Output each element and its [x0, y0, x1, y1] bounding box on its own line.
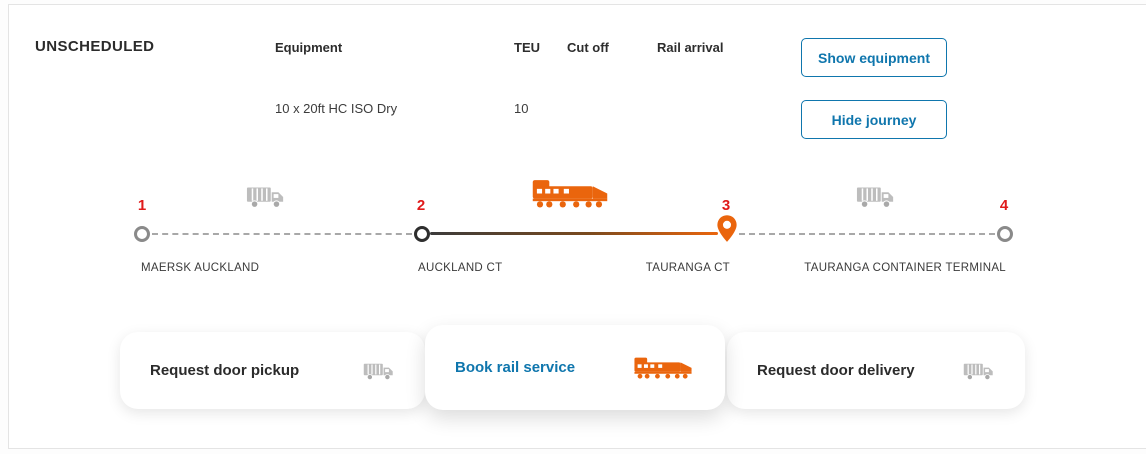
request-door-pickup-card[interactable]: Request door pickup	[120, 332, 425, 409]
column-header-equipment: Equipment	[275, 40, 343, 55]
journey-segment-rail	[430, 232, 718, 235]
show-equipment-button[interactable]: Show equipment	[801, 38, 947, 77]
stop-marker-2	[414, 226, 430, 242]
request-door-delivery-label: Request door delivery	[757, 362, 915, 379]
stop-number-3: 3	[721, 197, 731, 214]
stop-label-tauranga-ct: TAURANGA CT	[645, 262, 730, 274]
teu-value: 10	[514, 101, 529, 116]
train-icon	[631, 356, 695, 379]
book-rail-service-card[interactable]: Book rail service	[425, 325, 725, 410]
train-icon	[528, 178, 612, 208]
stop-label-maersk-auckland: MAERSK AUCKLAND	[141, 262, 260, 274]
stop-label-tauranga-container-terminal: TAURANGA CONTAINER TERMINAL	[804, 262, 1006, 274]
journey-segment-truck-2	[739, 233, 995, 235]
stop-number-4: 4	[999, 197, 1009, 214]
journey-segment-truck-1	[152, 233, 412, 235]
book-rail-service-label: Book rail service	[455, 359, 576, 376]
truck-icon	[363, 361, 395, 381]
stop-number-2: 2	[416, 197, 426, 214]
request-door-pickup-label: Request door pickup	[150, 362, 300, 379]
stop-number-1: 1	[137, 197, 147, 214]
stop-marker-1	[134, 226, 150, 242]
truck-icon	[246, 184, 286, 209]
column-header-rail-arrival: Rail arrival	[657, 40, 724, 55]
column-header-teu: TEU	[514, 40, 540, 55]
stop-label-auckland-ct: AUCKLAND CT	[418, 262, 503, 274]
truck-icon	[856, 184, 896, 209]
status-text: UNSCHEDULED	[35, 38, 155, 55]
hide-journey-button[interactable]: Hide journey	[801, 100, 947, 139]
column-header-cutoff: Cut off	[567, 40, 609, 55]
truck-icon	[963, 361, 995, 381]
location-pin-icon	[716, 213, 738, 244]
stop-marker-4	[997, 226, 1013, 242]
request-door-delivery-card[interactable]: Request door delivery	[727, 332, 1025, 409]
equipment-value: 10 x 20ft HC ISO Dry	[275, 101, 398, 116]
